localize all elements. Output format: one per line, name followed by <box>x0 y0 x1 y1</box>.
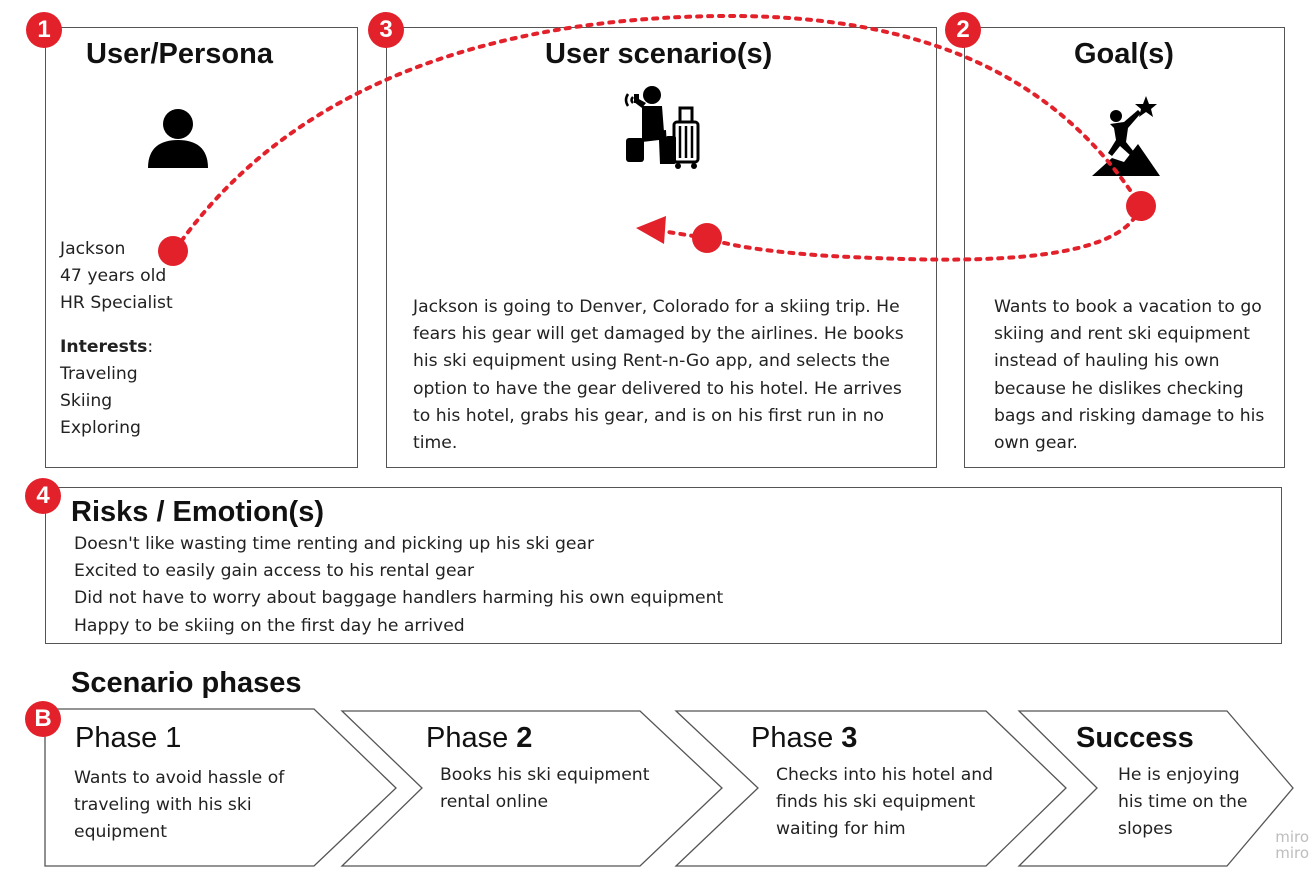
persona-name: Jackson <box>60 239 126 259</box>
phase-number: 3 <box>841 722 858 754</box>
phase-line: Wants to avoid hassle of <box>74 768 285 788</box>
phase-number: 2 <box>516 722 533 754</box>
scenario-description: Jackson is going to Denver, Colorado for… <box>413 294 904 457</box>
badge-risks: 4 <box>25 478 61 514</box>
interests-label: Interests <box>60 336 148 357</box>
phase-2-description: Books his ski equipment rental online <box>440 762 649 816</box>
phase-line: finds his ski equipment <box>776 792 976 813</box>
phase-line: slopes <box>1118 819 1173 840</box>
phases-title: Scenario phases <box>71 667 302 699</box>
scenario-line: his ski equipment using Rent-n-Go app, a… <box>413 351 890 372</box>
phase-line: his time on the <box>1118 792 1248 813</box>
phase-3-title: Phase 3 <box>751 722 857 755</box>
phase-line: waiting for him <box>776 819 906 840</box>
persona-title: User/Persona <box>86 38 273 70</box>
interest-item: Traveling <box>60 363 138 384</box>
phase-label: Phase <box>75 722 166 754</box>
goals-line: because he dislikes checking <box>994 378 1244 399</box>
risks-title: Risks / Emotion(s) <box>71 496 324 528</box>
phase-line: traveling with his ski <box>74 795 252 816</box>
scenario-line: Jackson is going to Denver, Colorado for… <box>413 297 900 317</box>
persona-age: 47 years old <box>60 266 167 287</box>
scenario-title: User scenario(s) <box>545 38 773 70</box>
goals-line: skiing and rent ski equipment <box>994 324 1251 345</box>
interest-item: Skiing <box>60 391 113 412</box>
spacer <box>60 318 173 334</box>
goals-description: Wants to book a vacation to go skiing an… <box>994 294 1264 457</box>
persona-details: Jackson 47 years old HR Specialist Inter… <box>60 236 173 442</box>
phase-3-description: Checks into his hotel and finds his ski … <box>776 762 993 844</box>
persona-occupation: HR Specialist <box>60 293 173 314</box>
success-description: He is enjoying his time on the slopes <box>1118 762 1247 844</box>
phase-label: Success <box>1076 722 1194 754</box>
phase-label: Phase <box>426 722 517 754</box>
risks-card <box>45 487 1282 644</box>
interests-colon: : <box>147 336 154 357</box>
phase-1-description: Wants to avoid hassle of traveling with … <box>74 765 284 847</box>
miro-watermark: miro miro <box>1263 829 1309 861</box>
phase-line: Books his ski equipment <box>440 765 650 785</box>
person-icon <box>148 109 208 168</box>
badge-user-scenario: 3 <box>368 12 404 48</box>
phase-1-title: Phase 1 <box>75 722 181 755</box>
climber-star-icon <box>1092 96 1160 176</box>
goals-line: bags and risking damage to his <box>994 405 1265 426</box>
traveler-with-luggage-icon <box>624 86 700 169</box>
scenario-line: option to have the gear delivered to his… <box>413 378 902 399</box>
risk-item: Happy to be skiing on the first day he a… <box>74 615 465 636</box>
goals-line: instead of hauling his own <box>994 351 1220 372</box>
phase-line: Checks into his hotel and <box>776 765 994 785</box>
badge-phases: B <box>25 701 61 737</box>
goals-title: Goal(s) <box>1074 38 1174 70</box>
goals-line: Wants to book a vacation to go <box>994 297 1262 317</box>
goals-line: own gear. <box>994 433 1078 454</box>
phase-label: Phase <box>751 722 842 754</box>
risk-item: Excited to easily gain access to his ren… <box>74 561 475 582</box>
risk-item: Doesn't like wasting time renting and pi… <box>74 534 595 554</box>
scenario-line: to his hotel, grabs his gear, and is on … <box>413 405 885 426</box>
risk-item: Did not have to worry about baggage hand… <box>74 588 724 609</box>
scenario-line: time. <box>413 433 458 454</box>
badge-user-persona: 1 <box>26 12 62 48</box>
watermark-line: miro <box>1275 828 1309 846</box>
scenario-line: fears his gear will get damaged by the a… <box>413 324 904 345</box>
interests-heading: Interests: <box>60 334 173 361</box>
risks-list: Doesn't like wasting time renting and pi… <box>74 531 723 640</box>
phase-line: equipment <box>74 822 168 843</box>
phase-number: 1 <box>165 722 182 754</box>
watermark-line: miro <box>1275 844 1309 862</box>
phase-line: He is enjoying <box>1118 765 1240 785</box>
badge-goals: 2 <box>945 12 981 48</box>
interest-item: Exploring <box>60 418 141 439</box>
phase-2-title: Phase 2 <box>426 722 532 755</box>
phase-line: rental online <box>440 792 549 813</box>
success-title: Success <box>1076 722 1194 755</box>
